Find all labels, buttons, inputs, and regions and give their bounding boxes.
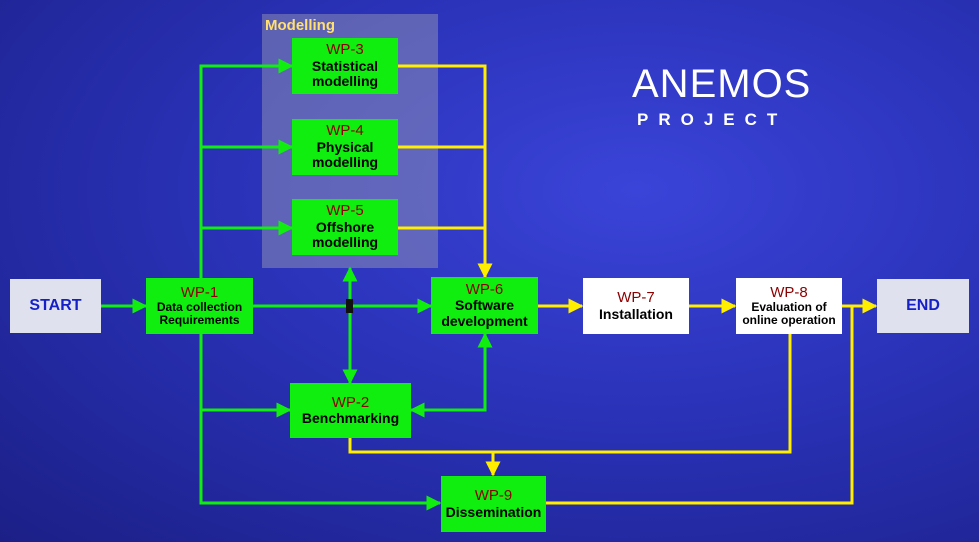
wp8-node: WP-8 Evaluation of online operation (736, 278, 842, 334)
wp9-line1: Dissemination (445, 503, 542, 520)
wp2-wp6-link (409, 332, 493, 418)
modelling-group-label: Modelling (265, 17, 335, 34)
wp8-id: WP-8 (770, 283, 808, 301)
wp3-node: WP-3 Statistical modelling (292, 38, 398, 94)
wp8-line1: Evaluation of (751, 300, 827, 315)
wp2-node: WP-2 Benchmarking (290, 383, 411, 438)
project-subtitle: PROJECT (637, 110, 788, 129)
wp3-to-wp6-arrow (398, 64, 493, 279)
wp6-line1: Software (454, 297, 515, 314)
wp6-node: WP-6 Software development (431, 277, 538, 334)
wp5-line1: Offshore (315, 218, 375, 235)
wp1-trunk-up (199, 58, 294, 278)
wp1-trunk-down (199, 334, 442, 511)
wp2-to-wp9-arrow (348, 438, 501, 477)
wp9-to-end-link (546, 306, 854, 505)
end-label: END (906, 297, 940, 315)
wp3-line2: modelling (311, 73, 379, 90)
wp1-id: WP-1 (180, 283, 219, 301)
wp9-node: WP-9 Dissemination (441, 476, 546, 532)
wp5-id: WP-5 (326, 202, 364, 220)
wp3-line1: Statistical (311, 57, 379, 74)
wp4-line1: Physical (316, 138, 374, 155)
wp8-line2: online operation (742, 313, 836, 328)
start-node: START (10, 279, 101, 333)
wp4-id: WP-4 (326, 122, 364, 140)
wp1-node: WP-1 Data collection Requirements (146, 278, 253, 334)
wp6-id: WP-6 (465, 280, 504, 298)
wp3-id: WP-3 (326, 41, 364, 59)
project-title: ANEMOS (632, 62, 812, 106)
junction-mark (346, 299, 353, 313)
end-node: END (877, 279, 969, 333)
wp8-to-wp9-link (493, 333, 792, 454)
wp9-id: WP-9 (474, 487, 513, 505)
wp4-node: WP-4 Physical modelling (292, 119, 398, 175)
wp1-line1: Data collection (156, 300, 243, 315)
wp7-line1: Installation (599, 305, 673, 322)
wp1-line2: Requirements (159, 313, 240, 328)
wp7-id: WP-7 (617, 289, 655, 307)
wp5-node: WP-5 Offshore modelling (292, 199, 398, 255)
wp2-id: WP-2 (331, 393, 370, 411)
wp2-line1: Benchmarking (301, 410, 400, 427)
start-label: START (29, 297, 82, 315)
wp7-node: WP-7 Installation (583, 278, 689, 334)
wp6-line2: development (441, 312, 528, 329)
wp5-line2: modelling (311, 234, 379, 251)
wp4-line2: modelling (311, 154, 379, 171)
